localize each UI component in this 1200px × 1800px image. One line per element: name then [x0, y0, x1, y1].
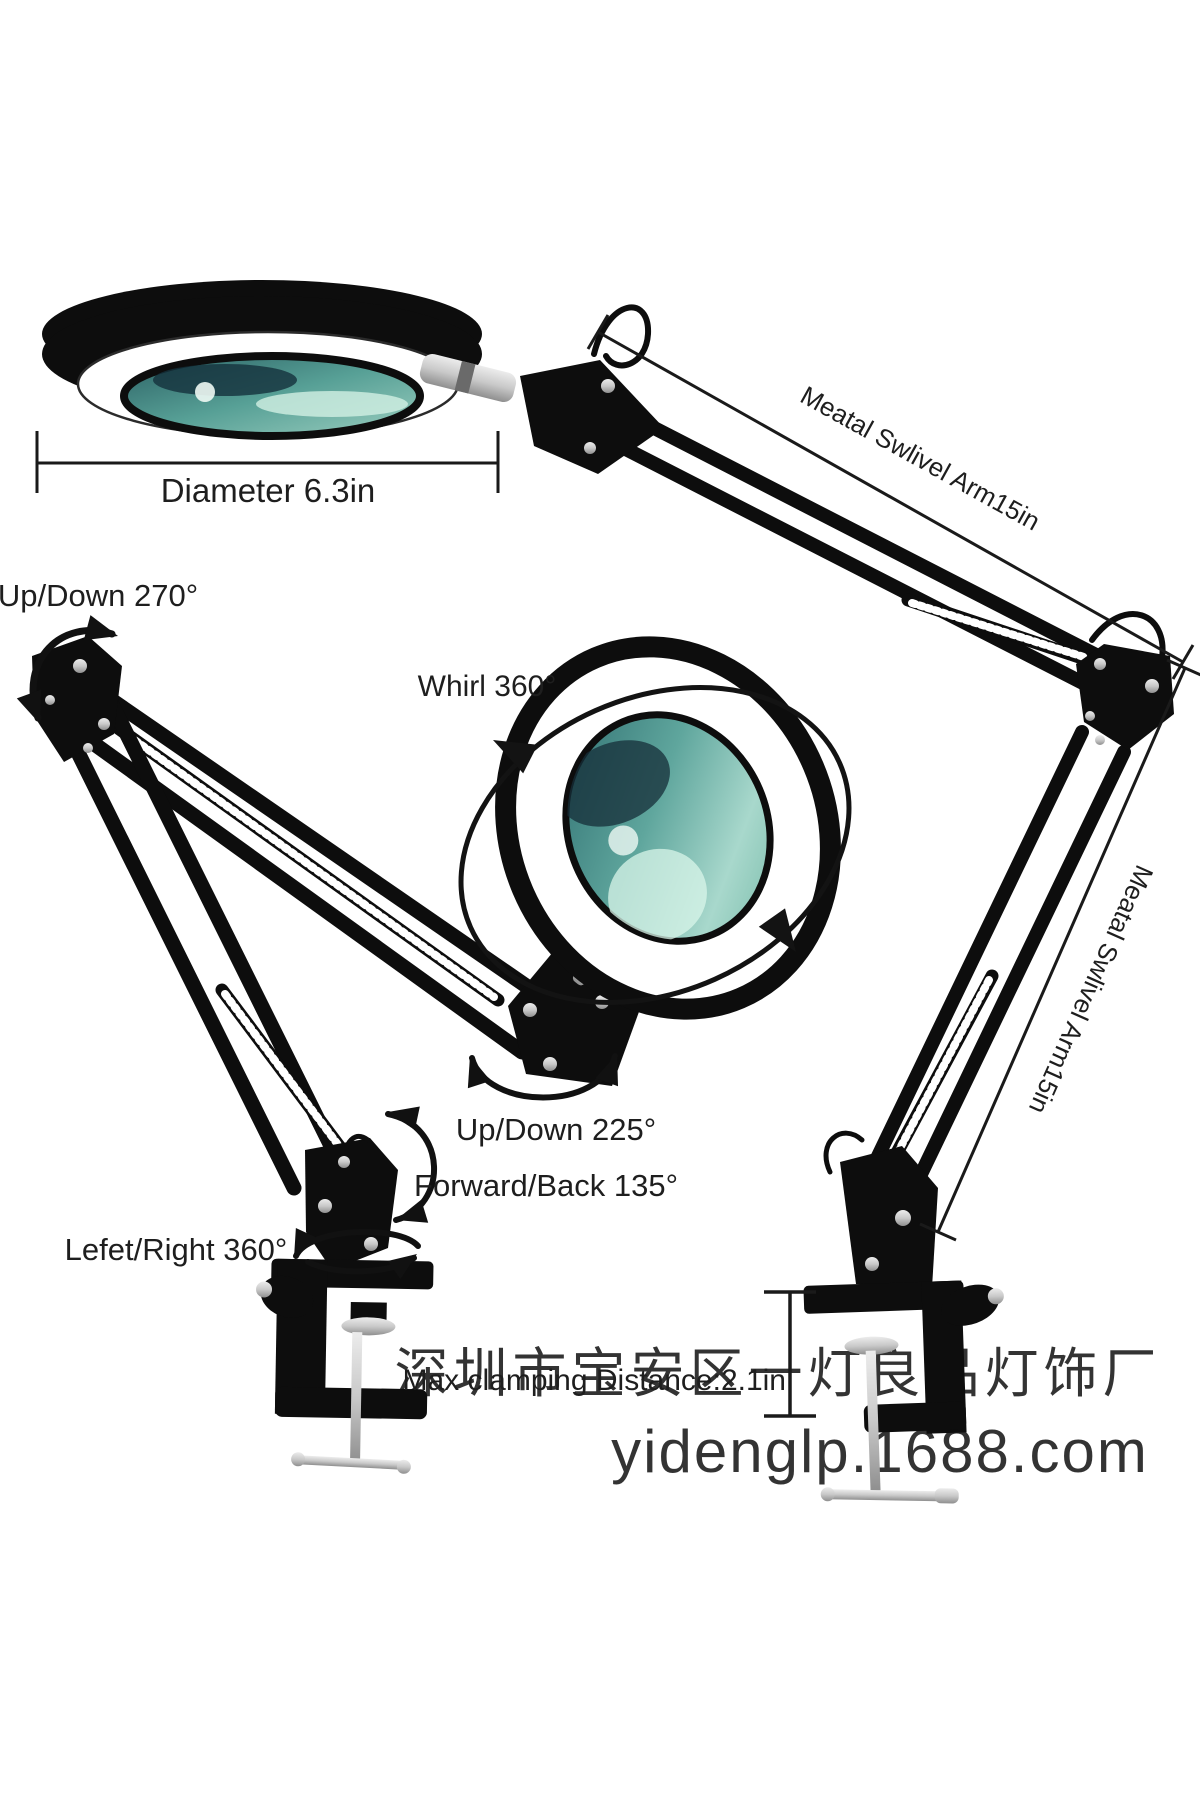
arrow-forward-back-135	[385, 1106, 437, 1223]
clamp-screw-rod	[350, 1332, 363, 1463]
screw-icon	[543, 1057, 557, 1071]
clamp-pad	[844, 1336, 899, 1355]
arrowhead-icon	[388, 1106, 420, 1130]
arrowhead-icon	[595, 1054, 619, 1087]
magnifier-head-side-view	[42, 280, 517, 440]
left-clamp-bracket	[305, 1133, 398, 1270]
screw-icon	[523, 1003, 537, 1017]
spring-wire-loop-icon	[591, 304, 652, 369]
clamp-knob	[941, 1284, 1000, 1326]
up-down-270-label: Up/Down 270°	[0, 578, 198, 613]
arrowhead-icon	[83, 615, 118, 641]
magnifier-head-front-view	[495, 636, 841, 1020]
screw-icon	[1094, 658, 1106, 670]
left-right-360-label: Lefet/Right 360°	[65, 1232, 288, 1267]
right-elbow-bracket	[1076, 611, 1174, 750]
knob-screw-icon	[987, 1288, 1004, 1305]
arrow-up-down-270	[16, 615, 118, 724]
right-lower-arm-bar2	[891, 745, 1131, 1229]
arrowhead-icon	[758, 908, 796, 952]
diameter-label: Diameter 6.3in	[161, 472, 376, 509]
screw-icon	[73, 659, 87, 673]
pad-holder	[350, 1302, 387, 1323]
right-upper-arm-bar1	[581, 387, 1105, 663]
clamp-knob	[260, 1275, 314, 1318]
spring-wire-loop-icon	[1089, 611, 1166, 661]
dimension-arm-top	[586, 314, 1195, 680]
arrowhead-icon	[493, 740, 538, 774]
clamp-screw-rod	[865, 1350, 881, 1491]
clamp-pad	[341, 1317, 396, 1336]
knob-screw-icon	[256, 1281, 273, 1298]
right-lower-arm-bar1	[849, 725, 1089, 1209]
arrowhead-icon	[16, 689, 42, 724]
screw-icon	[584, 442, 596, 454]
screw-icon	[1145, 679, 1159, 693]
dimension-diameter	[35, 431, 500, 493]
screw-icon	[364, 1237, 378, 1251]
screw-icon	[865, 1257, 879, 1271]
whirl-rotation-arrow	[458, 685, 852, 1005]
screw-icon	[895, 1210, 911, 1226]
screw-icon	[98, 718, 110, 730]
forward-back-135-label: Forward/Back 135°	[414, 1168, 678, 1203]
clamp-t-handle	[820, 1487, 959, 1504]
whirl-360-label: Whirl 360°	[418, 670, 557, 703]
arrowhead-icon	[396, 1199, 429, 1223]
screw-icon	[338, 1156, 350, 1168]
arrow-left-right-360	[293, 1227, 421, 1280]
screw-icon	[318, 1199, 332, 1213]
arrow-up-down-225	[467, 1053, 619, 1101]
right-upper-arm-bar2	[605, 435, 1127, 709]
clamp-t-handle	[291, 1452, 411, 1474]
lens-reflections	[558, 740, 707, 943]
spring-hook-icon	[343, 1133, 371, 1151]
left-upper-arm-bar1	[60, 662, 543, 1000]
arrowhead-icon	[387, 1254, 417, 1280]
left-upper-arm-bar2	[42, 704, 530, 1060]
dimension-arm-right	[919, 658, 1200, 1242]
right-table-clamp	[803, 1280, 1004, 1504]
left-lower-arm-bar2	[84, 656, 348, 1172]
right-head-bracket	[520, 304, 664, 474]
screw-icon	[45, 695, 55, 705]
left-lower-arm-bar1	[38, 680, 302, 1196]
dimension-clamp	[764, 1290, 816, 1418]
right-upper-arm-spring	[901, 593, 1095, 667]
right-clamp-bracket	[823, 1130, 938, 1288]
arrowhead-icon	[294, 1227, 316, 1258]
up-down-225-label: Up/Down 225°	[456, 1112, 656, 1147]
dimension-lines	[35, 314, 1200, 1418]
watermark-company: 深圳市宝安区一灯良品灯饰厂	[395, 1344, 1162, 1404]
arrowhead-icon	[467, 1056, 491, 1089]
head-hinge	[419, 353, 517, 403]
screw-icon	[1085, 711, 1095, 721]
left-upper-arm-spring	[111, 721, 505, 1007]
motion-arrows	[16, 615, 619, 1280]
lens-reflections	[153, 364, 408, 417]
spring-wire-loop-icon	[823, 1130, 865, 1175]
right-lamp	[520, 304, 1174, 1504]
max-clamping-label: Max clamping Distance:2.1in	[402, 1364, 786, 1397]
screw-icon	[601, 379, 615, 393]
left-lower-arm-spring	[215, 983, 355, 1165]
screw-icon	[1095, 735, 1105, 745]
clamp-bottom-jaw	[863, 1401, 967, 1433]
left-elbow-bracket	[32, 636, 122, 762]
screw-icon	[83, 743, 93, 753]
